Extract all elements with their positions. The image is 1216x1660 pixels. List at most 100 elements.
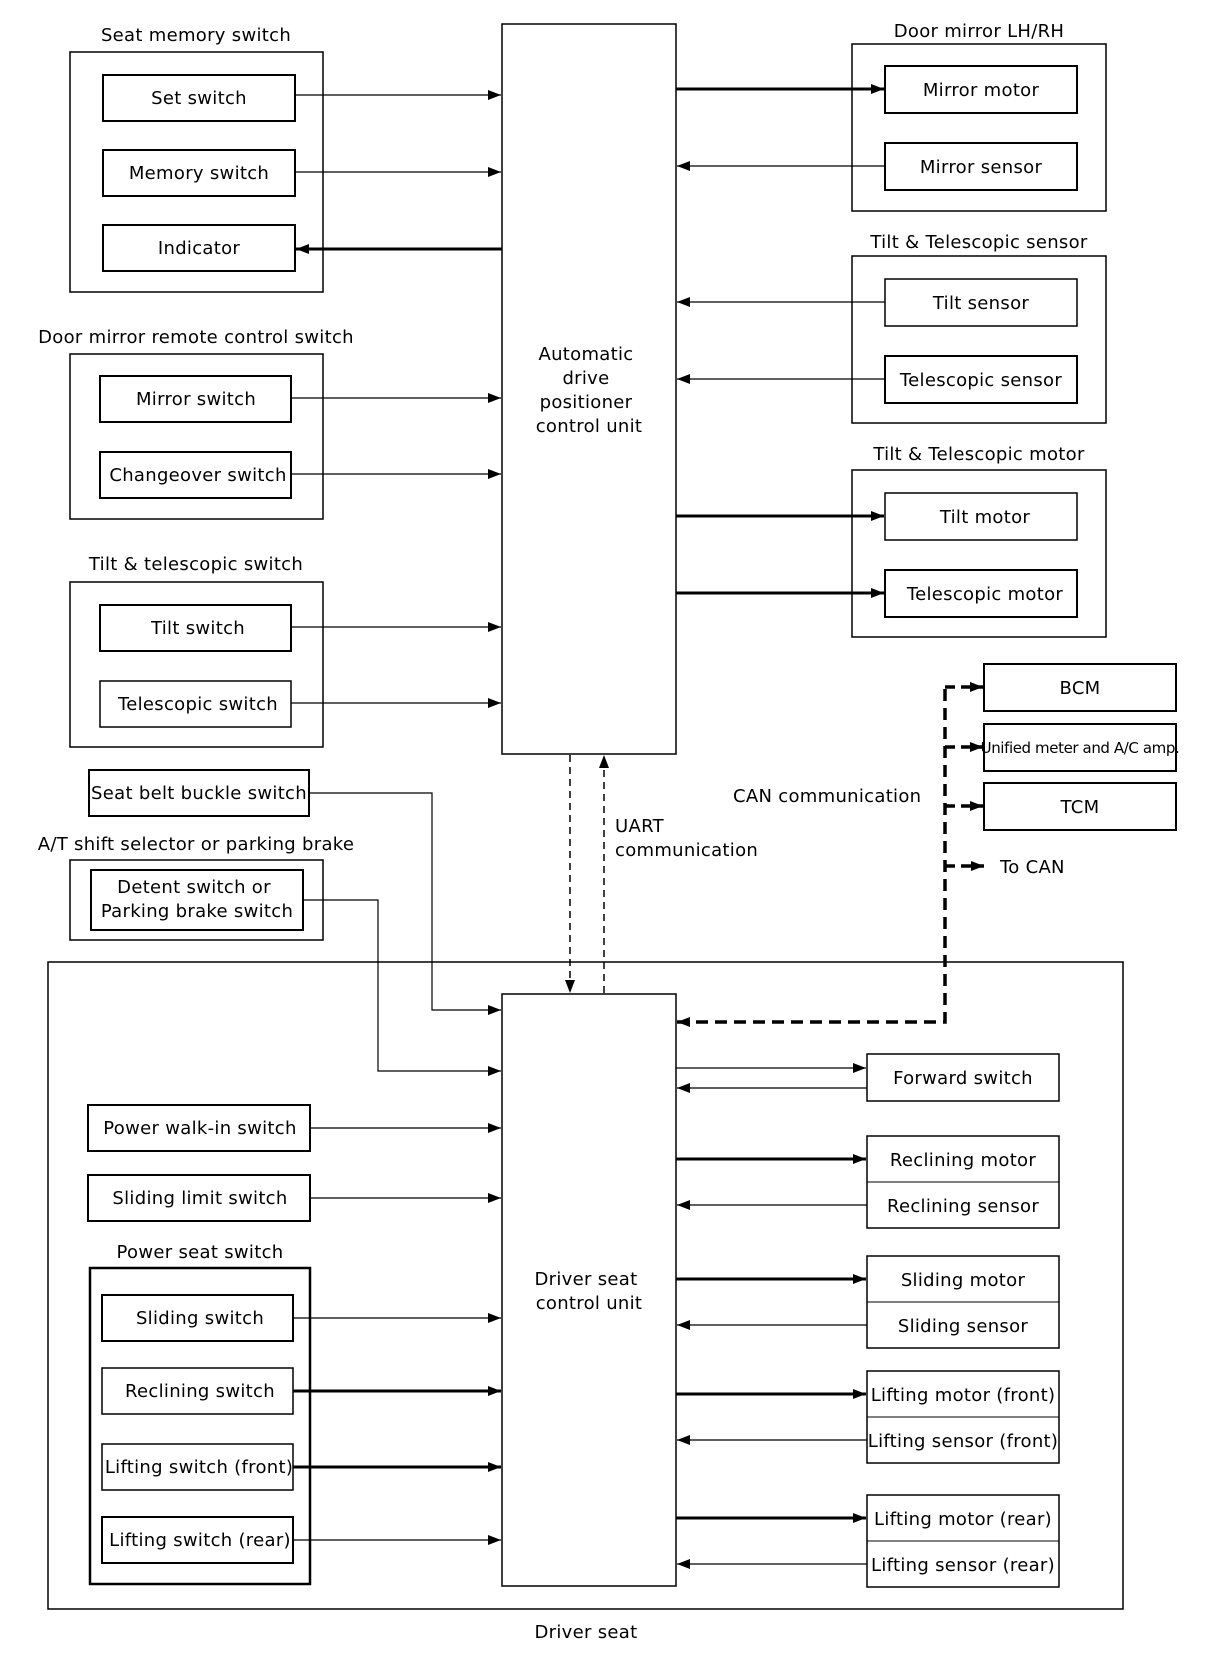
lifting-switch-rear-box	[101, 1516, 294, 1564]
bcm-label: BCM	[1059, 678, 1100, 699]
reclining-switch-line-arrowhead	[488, 1386, 501, 1396]
changeover-switch-label: Changeover switch	[109, 465, 286, 486]
group-power-seat-switch	[88, 1266, 312, 1586]
reclining-motor-label: Reclining motor	[890, 1150, 1036, 1171]
can-bus-line-arrowhead	[677, 1017, 690, 1027]
sliding-limit-line-arrowhead	[488, 1193, 501, 1203]
group-title-seat-memory: Seat memory switch	[101, 25, 291, 46]
seat-belt-buckle-line-arrowhead	[488, 1005, 501, 1015]
group-tilt-telescopic-motor	[851, 469, 1107, 638]
reclining-switch-box	[101, 1367, 294, 1415]
unified-meter-box	[983, 723, 1177, 772]
indicator-box	[102, 224, 296, 272]
forward-switch-out-line-arrowhead	[853, 1063, 866, 1073]
sliding-switch-line-arrowhead	[488, 1313, 501, 1323]
sliding-switch-label: Sliding switch	[136, 1308, 264, 1329]
tilt-switch-box	[99, 604, 292, 652]
can-bcm-line-arrowhead	[970, 682, 983, 692]
can-tcm-line-arrowhead	[970, 801, 983, 811]
memory-switch-box	[102, 149, 296, 197]
lifting-switch-front-box	[101, 1443, 294, 1491]
sliding-sensor-line-arrowhead	[677, 1320, 690, 1330]
telescopic-switch-box	[99, 680, 292, 728]
telescopic-sensor-box	[884, 355, 1078, 404]
telescopic-motor-label: Telescopic motor	[906, 584, 1064, 605]
tcm-box	[983, 782, 1177, 831]
forward-switch-in-line-arrowhead	[677, 1083, 690, 1093]
mirror-motor-label: Mirror motor	[923, 80, 1040, 101]
telescopic-sensor-line-arrowhead	[677, 374, 690, 384]
lifting-motor-front-label: Lifting motor (front)	[871, 1385, 1056, 1406]
bcm-box	[983, 663, 1177, 712]
group-title-driver-seat: Driver seat	[535, 1622, 638, 1643]
uart-down-line-arrowhead	[565, 980, 575, 993]
can-bus-line	[677, 687, 947, 1024]
lifting-switch-rear-label: Lifting switch (rear)	[109, 1530, 291, 1551]
mirror-sensor-label: Mirror sensor	[920, 157, 1043, 178]
lifting-sensor-front-label: Lifting sensor (front)	[868, 1431, 1059, 1452]
group-title-door-mirror-remote: Door mirror remote control switch	[38, 327, 354, 348]
tilt-motor-label: Tilt motor	[939, 507, 1031, 528]
group-title-tilt-tele-motor: Tilt & Telescopic motor	[872, 444, 1085, 465]
group-title-tilt-tele-switch: Tilt & telescopic switch	[88, 554, 303, 575]
mirror-motor-line-arrowhead	[871, 84, 884, 94]
can-communication-label: CAN communication	[733, 786, 921, 807]
group-title-power-seat: Power seat switch	[117, 1242, 284, 1263]
sliding-limit-switch-box	[87, 1174, 311, 1222]
lifting-motor-rear-line-arrowhead	[853, 1513, 866, 1523]
lifting-sensor-rear-line-arrowhead	[677, 1559, 690, 1569]
tilt-sensor-label: Tilt sensor	[932, 293, 1029, 314]
mirror-sensor-box	[884, 142, 1078, 191]
power-walkin-switch-box	[87, 1104, 311, 1152]
forward-switch-label: Forward switch	[893, 1068, 1033, 1089]
sliding-sensor-label: Sliding sensor	[898, 1316, 1029, 1337]
set-switch-box	[102, 74, 296, 122]
tilt-motor-box	[884, 492, 1078, 541]
telescopic-sensor-label: Telescopic sensor	[899, 370, 1062, 391]
seat-belt-buckle-switch-box	[88, 769, 310, 817]
telescopic-motor-box	[884, 569, 1078, 618]
lifting-motor-rear-label: Lifting motor (rear)	[874, 1509, 1052, 1530]
tilt-switch-line-arrowhead	[488, 622, 501, 632]
mirror-switch-line-arrowhead	[488, 393, 501, 403]
lifting-sensor-front-line-arrowhead	[677, 1435, 690, 1445]
detent-switch-line-arrowhead	[488, 1066, 501, 1076]
lifting-switch-front-line-arrowhead	[488, 1462, 501, 1472]
reclining-motor-line-arrowhead	[853, 1154, 866, 1164]
connection-lines	[291, 84, 984, 1569]
tilt-sensor-box	[884, 278, 1078, 327]
sliding-switch-box	[101, 1294, 294, 1342]
reclining-sensor-line-arrowhead	[677, 1200, 690, 1210]
lifting-motor-front-line-arrowhead	[853, 1389, 866, 1399]
power-walkin-switch-label: Power walk-in switch	[103, 1118, 296, 1139]
memory-switch-line-arrowhead	[488, 167, 501, 177]
mirror-switch-box	[99, 375, 292, 423]
set-switch-line-arrowhead	[488, 90, 501, 100]
telescopic-switch-label: Telescopic switch	[117, 694, 278, 715]
uart-communication-label: UART communication	[615, 816, 758, 861]
mirror-switch-label: Mirror switch	[136, 389, 256, 410]
group-title-tilt-tele-sensor: Tilt & Telescopic sensor	[869, 232, 1088, 253]
mirror-sensor-line-arrowhead	[677, 161, 690, 171]
indicator-line-arrowhead	[296, 244, 309, 254]
lifting-sensor-rear-label: Lifting sensor (rear)	[871, 1555, 1055, 1576]
unified-meter-label: Unified meter and A/C amp.	[981, 739, 1180, 757]
group-tilt-telescopic-sensor	[851, 255, 1107, 424]
group-door-mirror-remote-switch	[69, 353, 324, 520]
driver-seat-control-unit-label: Driver seat control unit	[535, 1269, 644, 1314]
tilt-motor-line-arrowhead	[871, 511, 884, 521]
tilt-switch-label: Tilt switch	[150, 618, 245, 639]
sliding-motor-label: Sliding motor	[901, 1270, 1026, 1291]
can-meter-line-arrowhead	[970, 742, 983, 752]
changeover-switch-box	[99, 451, 292, 499]
reclining-switch-label: Reclining switch	[125, 1381, 275, 1402]
lifting-switch-front-label: Lifting switch (front)	[105, 1457, 293, 1478]
group-tilt-telescopic-switch	[69, 581, 324, 748]
tcm-label: TCM	[1060, 797, 1100, 818]
lifting-switch-rear-line-arrowhead	[488, 1535, 501, 1545]
mirror-motor-box	[884, 65, 1078, 114]
group-title-at-shift: A/T shift selector or parking brake	[38, 834, 354, 855]
telescopic-switch-line-arrowhead	[488, 698, 501, 708]
seat-belt-buckle-line	[309, 792, 501, 1011]
